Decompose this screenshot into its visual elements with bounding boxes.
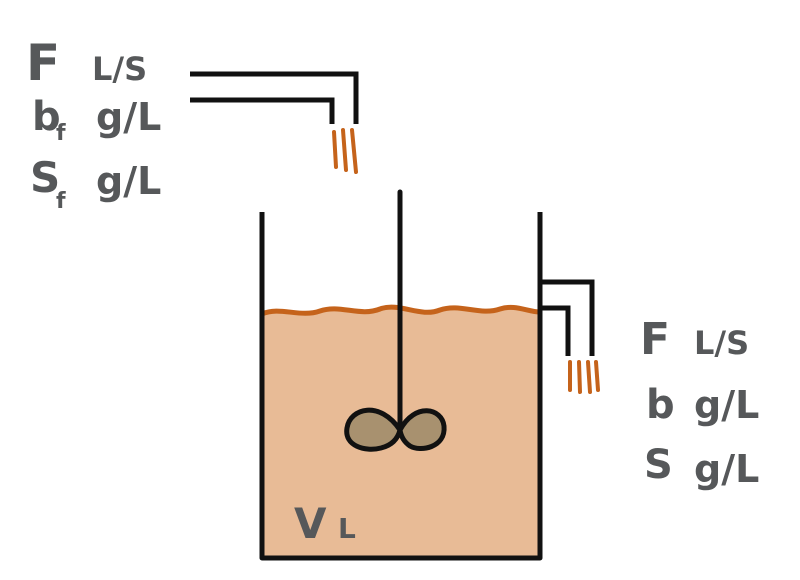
- outlet-flow-unit: L/S: [694, 324, 749, 362]
- inlet-biomass-subscript: f: [56, 121, 66, 146]
- inlet-biomass-symbol: b: [32, 94, 61, 140]
- inlet-substrate-unit: g/L: [96, 159, 161, 203]
- outlet-flow-symbol: F: [640, 314, 670, 365]
- outlet-substrate-unit: g/L: [694, 447, 759, 491]
- inlet-stream: [332, 128, 358, 174]
- outlet-biomass-unit: g/L: [694, 383, 759, 427]
- outlet-biomass-symbol: b: [646, 382, 675, 428]
- outlet-pipe: [540, 279, 595, 356]
- impeller: [344, 407, 447, 452]
- tank-volume-unit: L: [338, 512, 356, 545]
- outlet-labels: F L/S b g/L S g/L: [640, 314, 759, 491]
- inlet-substrate-symbol: S: [30, 153, 60, 202]
- tank-volume-label: V L: [294, 499, 356, 548]
- inlet-flow-symbol: F: [26, 34, 60, 92]
- inlet-biomass-unit: g/L: [96, 95, 161, 139]
- liquid-surface: [259, 304, 543, 317]
- outlet-substrate-symbol: S: [644, 442, 673, 488]
- inlet-flow-unit: L/S: [92, 50, 147, 88]
- tank-volume-symbol: V: [294, 499, 327, 548]
- inlet-pipe: [190, 71, 359, 124]
- inlet-labels: F L/S b f g/L S f g/L: [26, 34, 161, 214]
- tank-wall: [259, 212, 543, 561]
- inlet-substrate-subscript: f: [56, 189, 66, 214]
- outlet-stream: [568, 360, 600, 394]
